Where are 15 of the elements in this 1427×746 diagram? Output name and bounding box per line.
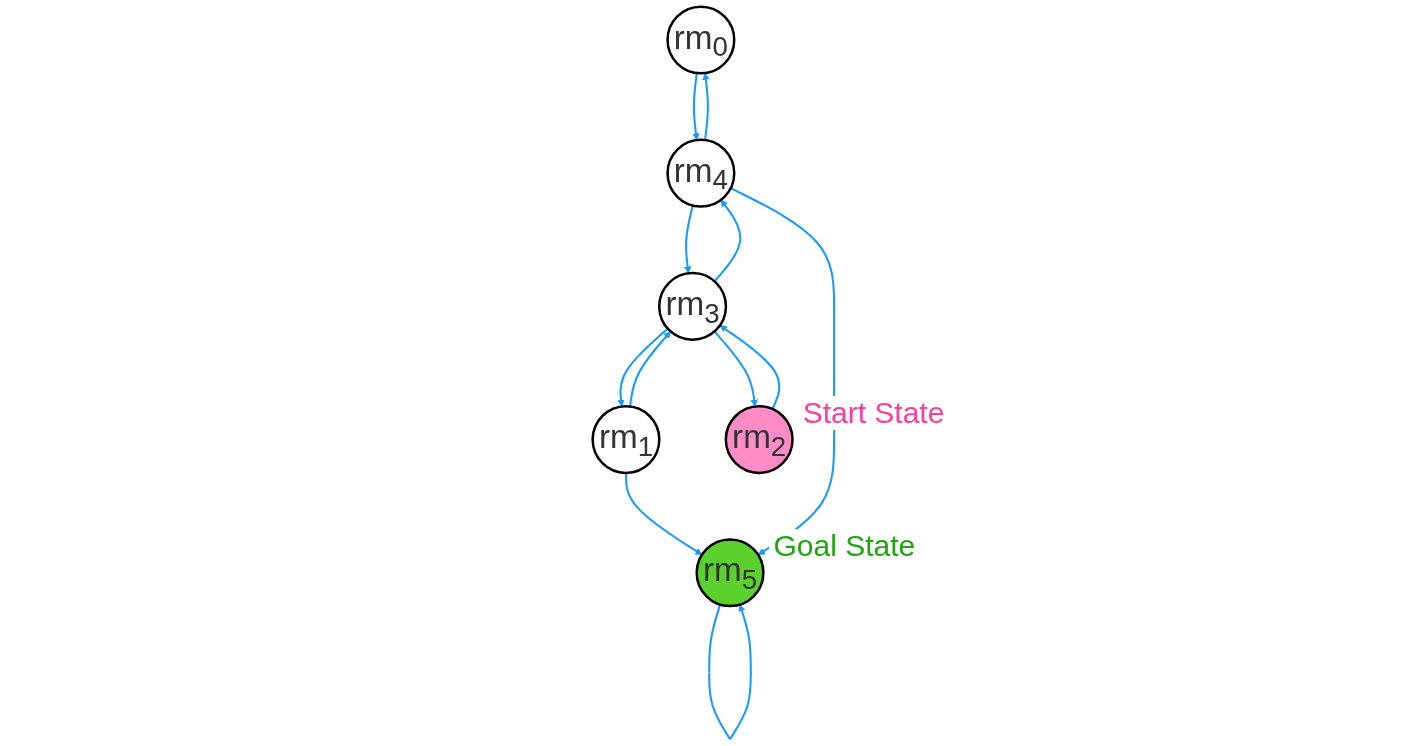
arrow xyxy=(713,330,758,407)
node-circle xyxy=(666,138,736,208)
arrow xyxy=(702,72,710,141)
node-circle xyxy=(724,405,794,475)
node-circle xyxy=(666,5,736,75)
arrow xyxy=(713,199,742,282)
node-circle xyxy=(695,538,765,608)
arrow xyxy=(629,331,672,407)
arrow xyxy=(684,205,694,274)
node-circle xyxy=(658,271,728,341)
arrow xyxy=(708,604,752,740)
arrow xyxy=(625,472,703,556)
arrow xyxy=(719,325,781,410)
node-circle xyxy=(591,405,661,475)
arrow xyxy=(617,327,669,407)
